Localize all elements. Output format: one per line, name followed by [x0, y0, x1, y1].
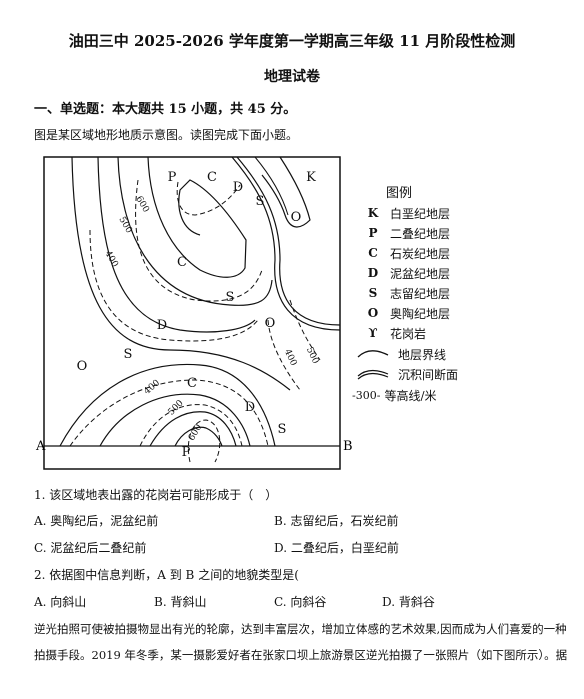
question-2-option-d[interactable]: D. 背斜谷: [382, 595, 435, 609]
contour-line: [89, 229, 259, 342]
unit-label-c: C: [187, 376, 197, 391]
legend-label: 二叠纪地层: [390, 226, 451, 241]
question-2-stem: 2. 依据图中信息判断，A 到 B 之间的地貌类型是(: [34, 568, 299, 582]
question-2-option-b[interactable]: B. 背斜山: [154, 595, 207, 609]
exam-subtitle: 地理试卷: [264, 69, 320, 85]
map-frame: [43, 156, 341, 470]
section-heading: 一、单选题：本大题共 15 小题，共 45 分。: [34, 102, 297, 117]
passage-line-2: 拍摄手段。2019 年冬季，某一摄影爱好者在张家口坝上旅游景区逆光拍摄了一张照片…: [34, 648, 568, 662]
unconformity-line: [236, 156, 341, 326]
endpoint-a-label: A: [35, 439, 46, 454]
legend-symbol: S: [368, 286, 378, 300]
contour-line: [135, 179, 263, 302]
unit-label-c: C: [177, 255, 187, 270]
boundary-line: [147, 156, 247, 278]
legend-label: 沉积间断面: [398, 367, 459, 382]
legend-item-c: C 石炭纪地层: [364, 243, 450, 263]
granite-boundary: [261, 156, 311, 228]
contour-line: [139, 404, 243, 447]
question-1-option-d[interactable]: D. 二叠纪后，白垩纪前: [274, 541, 399, 555]
legend-item-unconformity: 沉积间断面: [356, 364, 458, 384]
legend-title: 图例: [386, 186, 413, 201]
boundary-line: [117, 156, 273, 306]
unit-label-o: O: [291, 210, 302, 225]
contour-line: [176, 181, 241, 216]
unconformity-line: [231, 156, 341, 331]
unconformity-line-icon: [357, 369, 389, 380]
legend-item-s: S 志留纪地层: [364, 283, 450, 303]
legend-symbol: O: [367, 306, 379, 320]
unit-label-s: S: [226, 290, 235, 305]
boundary-line-icon: [357, 350, 389, 358]
endpoint-b-label: B: [343, 439, 353, 454]
legend-symbol: C: [368, 246, 378, 260]
legend-label: 泥盆纪地层: [390, 266, 451, 281]
boundary-line: [254, 156, 289, 216]
boundary-line: [174, 426, 223, 447]
exam-title: 油田三中 2025-2026 学年度第一学期高三年级 11 月阶段性检测: [68, 32, 516, 50]
legend-label: 白垩纪地层: [390, 206, 451, 221]
legend-item-contour: -300- 等高线/米: [352, 385, 436, 405]
legend-symbol: K: [367, 206, 379, 220]
legend-label: 奥陶纪地层: [390, 306, 451, 321]
question-2-option-c[interactable]: C. 向斜谷: [274, 595, 327, 609]
boundary-line: [71, 156, 291, 391]
unit-label-s: S: [278, 422, 287, 437]
unit-label-c: C: [207, 170, 217, 185]
contour-label-400: 400: [282, 348, 298, 368]
legend-label: 志留纪地层: [390, 286, 451, 301]
unit-label-p: P: [182, 445, 191, 460]
question-intro: 图是某区域地形地质示意图。读图完成下面小题。: [34, 128, 299, 142]
contour-label-500: 500: [116, 215, 133, 235]
legend-label: 等高线/米: [384, 388, 437, 403]
legend-label: 石炭纪地层: [390, 246, 451, 261]
question-2-option-a[interactable]: A. 向斜山: [34, 595, 87, 609]
unit-label-p: P: [168, 170, 177, 185]
legend-item-k: K 白垩纪地层: [364, 203, 450, 223]
question-1-option-c[interactable]: C. 泥盆纪后二叠纪前: [34, 541, 147, 555]
granite-symbol-icon: ϒ: [368, 326, 378, 340]
contour-label-600: 600: [187, 423, 204, 443]
passage-line-1: 逆光拍照可使被拍摄物显出有光的轮廓，达到丰富层次，增加立体感的艺术效果,因而成为…: [34, 622, 567, 636]
unit-label-s: S: [256, 194, 265, 209]
boundary-line: [97, 156, 256, 333]
contour-label-400: 400: [142, 378, 162, 397]
legend-item-boundary: 地层界线: [356, 344, 446, 364]
contour-line: [289, 299, 321, 361]
boundary-line: [149, 411, 237, 447]
unit-label-d: D: [157, 318, 167, 333]
boundary-line: [99, 393, 251, 447]
contour-line: [69, 379, 269, 447]
unit-label-d: D: [245, 400, 255, 415]
legend-item-d: D 泥盆纪地层: [364, 263, 450, 283]
unit-label-o: O: [77, 359, 88, 374]
question-1-option-b[interactable]: B. 志留纪后，石炭纪前: [274, 514, 399, 528]
question-1-option-a[interactable]: A. 奥陶纪后，泥盆纪前: [34, 514, 159, 528]
unit-label-s: S: [124, 347, 133, 362]
unit-label-k: K: [306, 170, 316, 185]
legend-label: 花岗岩: [390, 326, 427, 341]
legend-symbol: P: [368, 226, 378, 240]
legend-symbol: D: [367, 266, 379, 280]
contour-label-400: 400: [102, 249, 119, 269]
unit-label-d: D: [233, 180, 243, 195]
contour-line: [187, 419, 221, 463]
contour-label-500: 500: [304, 346, 320, 366]
question-1-stem: 1. 该区域地表出露的花岗岩可能形成于（ ）: [34, 488, 278, 502]
legend-item-o: O 奥陶纪地层: [364, 303, 450, 323]
boundary-line: [59, 363, 276, 447]
contour-symbol: -300-: [352, 388, 381, 402]
legend-item-granite: ϒ 花岗岩: [364, 323, 426, 343]
geologic-map: P C D K S O C S D O O S C D S P 600 500 …: [35, 156, 353, 470]
unit-label-o: O: [265, 316, 276, 331]
legend-item-p: P 二叠纪地层: [364, 223, 450, 243]
legend-label: 地层界线: [398, 347, 447, 362]
